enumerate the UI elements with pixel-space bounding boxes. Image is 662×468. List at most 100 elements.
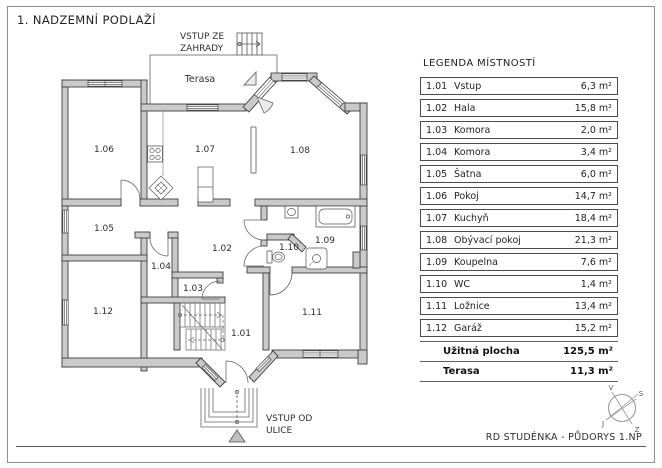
legend-row: 1.06 Pokoj 14,7 m² bbox=[420, 187, 618, 205]
window-bath-east bbox=[360, 225, 367, 251]
room-label-110: 1.10 bbox=[279, 243, 299, 253]
legend-room-id: 1.02 bbox=[426, 102, 448, 114]
legend-row: 1.04 Komora 3,4 m² bbox=[420, 143, 618, 161]
legend-row: 1.01 Vstup 6,3 m² bbox=[420, 77, 618, 95]
compass-s: S bbox=[639, 390, 644, 398]
window-room106 bbox=[87, 80, 123, 87]
legend-room-id: 1.03 bbox=[426, 124, 448, 136]
drawing-title: RD STUDÉNKA - PŮDORYS 1.NP bbox=[485, 432, 642, 443]
room-label-103: 1.03 bbox=[183, 284, 203, 294]
doors-layer bbox=[120, 77, 293, 384]
total-terrace: Terasa 11,3 m² bbox=[420, 361, 618, 382]
legend-room-area: 7,6 m² bbox=[580, 256, 612, 268]
terrace-outline bbox=[149, 54, 278, 111]
legend-room-id: 1.08 bbox=[426, 234, 448, 246]
legend-room-area: 18,4 m² bbox=[574, 212, 612, 224]
legend-totals: Užitná plocha 125,5 m² Terasa 11,3 m² bbox=[420, 341, 618, 382]
door-room103 bbox=[201, 280, 221, 300]
legend-room-area: 6,0 m² bbox=[580, 168, 612, 180]
room-label-106: 1.06 bbox=[94, 145, 114, 155]
garden-entry-label-2: ZAHRADY bbox=[180, 44, 224, 54]
door-main-entry bbox=[225, 360, 249, 384]
total-label: Terasa bbox=[443, 366, 480, 377]
legend-room-id: 1.10 bbox=[426, 278, 448, 290]
terrace-slope-icon bbox=[242, 70, 257, 86]
shower-icon bbox=[305, 247, 328, 270]
bathtub-icon bbox=[315, 205, 356, 228]
street-entry-label-2: ULICE bbox=[266, 426, 293, 436]
legend-room-id: 1.06 bbox=[426, 190, 448, 202]
door-room106 bbox=[120, 179, 141, 200]
room-label-112: 1.12 bbox=[93, 307, 113, 317]
window-room105-west bbox=[62, 209, 69, 234]
legend-room-area: 13,4 m² bbox=[574, 300, 612, 312]
total-label: Užitná plocha bbox=[443, 346, 520, 357]
window-garage-west bbox=[62, 299, 69, 326]
floor-plan: 1.01 1.02 1.03 1.04 1.05 1.06 1.07 1.08 … bbox=[61, 32, 368, 443]
legend-room-id: 1.04 bbox=[426, 146, 448, 158]
legend-row: 1.02 Hala 15,8 m² bbox=[420, 99, 618, 117]
entry-steps bbox=[200, 388, 258, 443]
fixtures-layer bbox=[147, 111, 356, 270]
footer-divider bbox=[16, 446, 646, 447]
legend-room-id: 1.07 bbox=[426, 212, 448, 224]
legend-room-id: 1.05 bbox=[426, 168, 448, 180]
street-entry-label-1: VSTUP OD bbox=[266, 414, 312, 424]
legend-room-name: Vstup bbox=[454, 80, 482, 92]
legend-room-name: Ložnice bbox=[454, 300, 490, 312]
legend-room-name: Garáž bbox=[454, 322, 482, 334]
legend-room-name: Kuchyň bbox=[454, 212, 489, 224]
toilet-icon bbox=[266, 250, 285, 264]
terrace-label: Terasa bbox=[184, 74, 216, 85]
sheet-border bbox=[7, 6, 655, 463]
legend-room-name: Pokoj bbox=[454, 190, 479, 202]
compass-z: Z bbox=[635, 426, 640, 434]
compass-icon: V S J Z bbox=[601, 384, 644, 434]
room-label-108: 1.08 bbox=[290, 146, 310, 156]
door-wc bbox=[243, 245, 265, 267]
legend-room-id: 1.12 bbox=[426, 322, 448, 334]
legend-row: 1.09 Koupelna 7,6 m² bbox=[420, 253, 618, 271]
partition-wall bbox=[250, 126, 257, 174]
legend-row: 1.11 Ložnice 13,4 m² bbox=[420, 297, 618, 315]
legend-room-id: 1.01 bbox=[426, 80, 448, 92]
legend-row: 1.05 Šatna 6,0 m² bbox=[420, 165, 618, 183]
room-label-111: 1.11 bbox=[302, 308, 322, 318]
kitchen-island bbox=[197, 166, 214, 203]
legend-room-area: 14,7 m² bbox=[574, 190, 612, 202]
legend-room-name: Šatna bbox=[454, 168, 482, 180]
total-value: 11,3 m² bbox=[570, 366, 613, 377]
legend-row: 1.10 WC 1,4 m² bbox=[420, 275, 618, 293]
legend-room-name: Koupelna bbox=[454, 256, 498, 268]
staircase bbox=[177, 302, 226, 351]
washbasin-icon bbox=[284, 205, 299, 219]
window-room108-east bbox=[360, 154, 367, 186]
legend-room-name: Hala bbox=[454, 102, 476, 114]
door-bathroom bbox=[243, 219, 265, 241]
garden-stairs-icon bbox=[236, 32, 263, 56]
window-kitchen bbox=[186, 104, 219, 111]
door-room111 bbox=[269, 272, 293, 296]
room-label-101: 1.01 bbox=[231, 329, 251, 339]
legend-row: 1.03 Komora 2,0 m² bbox=[420, 121, 618, 139]
compass-j: J bbox=[601, 420, 604, 428]
legend-room-id: 1.11 bbox=[426, 300, 448, 312]
legend-room-area: 15,2 m² bbox=[574, 322, 612, 334]
corner-unit-icon bbox=[148, 175, 174, 201]
legend-room-area: 21,3 m² bbox=[574, 234, 612, 246]
window-entry-left bbox=[201, 364, 219, 381]
total-usable-area: Užitná plocha 125,5 m² bbox=[420, 341, 618, 361]
legend-room-name: Obývací pokoj bbox=[454, 234, 521, 246]
entry-labels: VSTUP ZE ZAHRADY VSTUP OD ULICE bbox=[180, 32, 312, 436]
garden-entry-label-1: VSTUP ZE bbox=[180, 32, 224, 42]
legend-title: LEGENDA MÍSTNOSTÍ bbox=[423, 58, 536, 69]
legend-room-area: 15,8 m² bbox=[574, 102, 612, 114]
stove-icon bbox=[147, 145, 163, 163]
room-label-102: 1.02 bbox=[212, 244, 232, 254]
room-label-104: 1.04 bbox=[151, 262, 171, 272]
legend-room-area: 1,4 m² bbox=[580, 278, 612, 290]
entry-slope-icon bbox=[228, 429, 246, 443]
total-value: 125,5 m² bbox=[563, 346, 613, 357]
legend-row: 1.08 Obývací pokoj 21,3 m² bbox=[420, 231, 618, 249]
